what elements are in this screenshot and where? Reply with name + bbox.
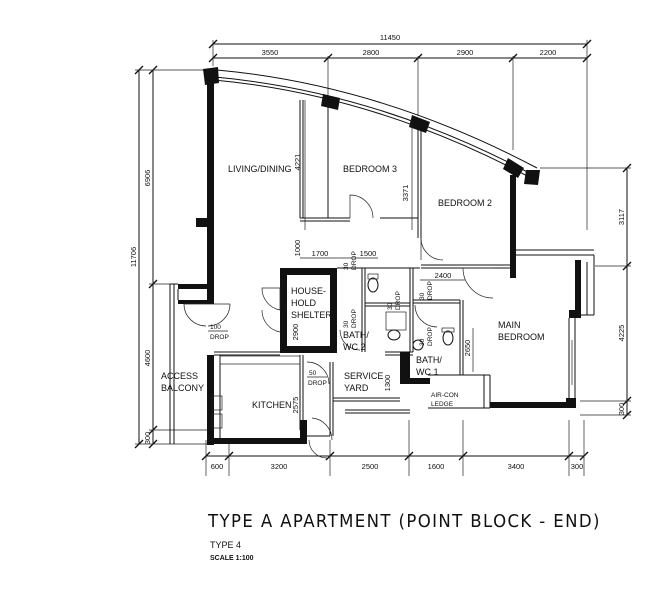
room-labels: LIVING/DINING BEDROOM 3 BEDROOM 2 HOUSE-…	[161, 164, 545, 410]
fixtures	[211, 273, 455, 429]
label-main-bedroom-1: MAIN	[498, 320, 521, 330]
dim-4221: 4221	[293, 154, 302, 171]
drop-30-d-label: DROP	[395, 291, 402, 310]
label-access-balcony-2: BALCONY	[161, 383, 204, 393]
label-bath1-1: BATH/	[416, 355, 442, 365]
dim-left-3: 300	[143, 432, 152, 445]
plan-title: TYPE A APARTMENT (POINT BLOCK - END)	[208, 511, 601, 532]
dim-right-3: 300	[617, 403, 626, 416]
label-kitchen: KITCHEN	[252, 400, 292, 410]
dim-1700: 1700	[312, 249, 329, 258]
right-dimensions: 3117 4225 300	[540, 163, 632, 420]
dim-right-1: 3117	[617, 209, 626, 225]
label-service-yard-1: SERVICE	[344, 371, 383, 381]
interior-dimensions: 4221 3371 1000 1700 1500 2400 2900 2650 …	[291, 100, 474, 414]
dim-2650: 2650	[463, 340, 472, 357]
label-bedroom-2: BEDROOM 2	[438, 198, 492, 208]
dim-left-2: 4600	[143, 350, 152, 367]
dim-top-4: 2200	[540, 48, 557, 57]
wc-bath1	[442, 330, 454, 346]
dim-top-3: 2900	[457, 48, 474, 57]
dim-right-2: 4225	[617, 325, 626, 342]
drop-30-d-value: 30	[387, 302, 394, 310]
drop-30-c-value: 30	[419, 292, 426, 300]
drop-markers: 100 DROP 50 DROP 30 DROP 30 DROP 30 DROP…	[208, 251, 434, 387]
top-dimensions: 11450 3550 2800 2900 2200	[208, 33, 592, 230]
drop-30-a-value: 30	[343, 262, 350, 270]
drop-50-value: 50	[309, 370, 317, 377]
wc-bath2	[367, 277, 379, 293]
drop-100-label: DROP	[210, 334, 229, 341]
drop-30-c-label: DROP	[427, 281, 434, 300]
drop-50-label: DROP	[308, 380, 327, 387]
drop-30-a-label: DROP	[351, 251, 358, 270]
dim-bottom-6: 300	[571, 462, 584, 471]
drop-30-e-label: DROP	[427, 327, 434, 346]
dim-bottom-4: 1600	[428, 462, 445, 471]
label-bath1-2: WC 1	[416, 367, 439, 377]
curved-window-facade	[203, 67, 540, 185]
label-access-balcony-1: ACCESS	[161, 371, 198, 381]
dim-top-1: 3550	[262, 48, 279, 57]
dim-2400: 2400	[435, 271, 452, 280]
dim-1000: 1000	[293, 240, 302, 257]
label-shelter-2: HOLD	[291, 298, 317, 308]
basin-bath2	[387, 329, 401, 341]
drop-30-b-label: DROP	[351, 309, 358, 328]
label-bath2-1: BATH/	[343, 330, 369, 340]
plan-subtitle: TYPE 4	[210, 540, 242, 550]
dim-left-total: 11706	[129, 247, 138, 267]
dim-1500: 1500	[360, 249, 377, 258]
dim-2900: 2900	[291, 324, 300, 341]
dim-bottom-3: 2500	[362, 462, 379, 471]
label-shelter-3: SHELTER	[291, 310, 332, 320]
label-living-dining: LIVING/DINING	[228, 164, 292, 174]
label-bath2-2: WC 2	[343, 342, 366, 352]
drop-30-b-value: 30	[343, 320, 350, 328]
walls	[169, 82, 595, 445]
doors	[183, 194, 494, 459]
label-bedroom-3: BEDROOM 3	[343, 164, 397, 174]
dim-2575: 2575	[291, 397, 300, 414]
label-main-bedroom-2: BEDROOM	[498, 332, 545, 342]
label-service-yard-2: YARD	[344, 383, 369, 393]
plan-scale: SCALE 1:100	[210, 555, 254, 562]
left-dimensions: 11706 6906 4600 300	[129, 65, 210, 449]
drop-30-e-value: 30	[419, 338, 426, 346]
label-aircon-2: LEDGE	[431, 401, 454, 408]
basin-bath1	[412, 339, 424, 351]
dim-3371: 3371	[401, 185, 410, 202]
label-shelter-1: HOUSE-	[291, 286, 326, 296]
bottom-dimensions: 600 3200 2500 1600 3400 300	[201, 420, 589, 476]
dim-bottom-1: 600	[211, 462, 224, 471]
dim-bottom-2: 3200	[271, 462, 288, 471]
dim-top-2: 2800	[363, 48, 380, 57]
dim-left-1: 6906	[143, 170, 152, 187]
label-aircon-1: AIR-CON	[431, 392, 459, 399]
dim-top-total: 11450	[380, 33, 400, 42]
dim-bottom-5: 3400	[508, 462, 525, 471]
drop-100-value: 100	[210, 324, 221, 331]
dim-1300: 1300	[383, 375, 392, 392]
